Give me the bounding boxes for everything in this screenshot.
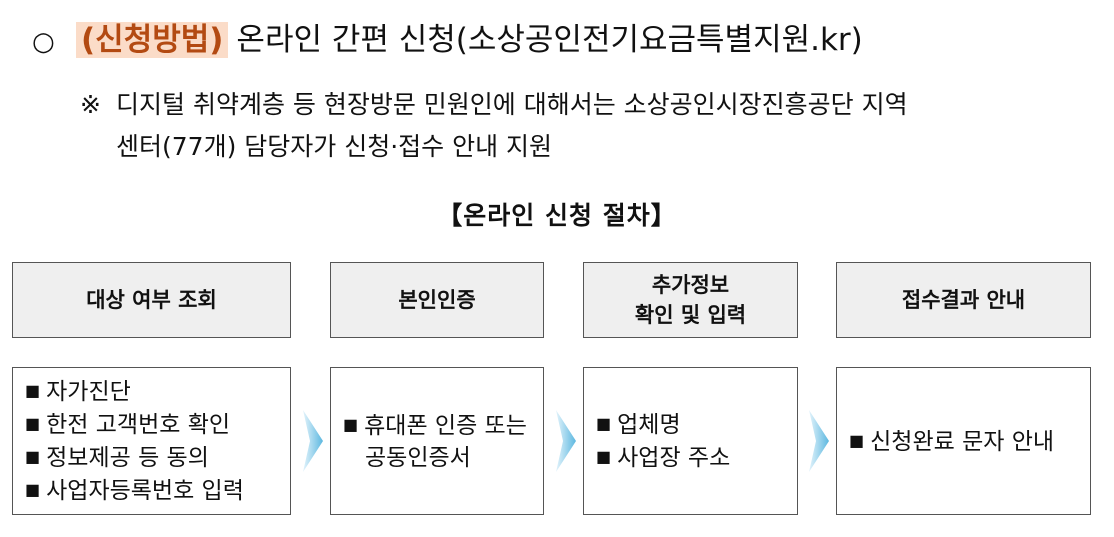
step-detail-3: ■업체명 ■사업장 주소	[583, 367, 798, 515]
list-item: ■한전 고객번호 확인	[25, 412, 231, 438]
list-item: ■사업장 주소	[596, 445, 731, 471]
step-header-2: 본인인증	[330, 262, 544, 338]
list-item: ■신청완료 문자 안내	[849, 428, 1055, 455]
step-detail-2: ■휴대폰 인증 또는 공동인증서	[330, 367, 544, 515]
list-item: ■업체명	[596, 412, 681, 438]
square-bullet-icon: ■	[25, 447, 41, 466]
note-line-2: 센터(77개) 담당자가 신청·접수 안내 지원	[116, 132, 553, 161]
chevron-right-arrow-icon	[303, 410, 323, 472]
square-bullet-icon: ■	[25, 381, 41, 400]
step-header-3: 추가정보 확인 및 입력	[583, 262, 798, 338]
step-header-line: 본인인증	[398, 288, 476, 312]
list-item: ■사업자등록번호 입력	[25, 478, 244, 504]
step-header-1: 대상 여부 조회	[12, 262, 291, 338]
list-item: ■정보제공 등 동의	[25, 445, 209, 471]
note-line-1: 디지털 취약계층 등 현장방문 민원인에 대해서는 소상공인시장진흥공단 지역	[116, 90, 908, 119]
note-paragraph: ※ 디지털 취약계층 등 현장방문 민원인에 대해서는 소상공인시장진흥공단 지역…	[80, 84, 1090, 168]
step-header-line: 추가정보	[651, 273, 730, 297]
square-bullet-icon: ■	[596, 447, 612, 466]
chevron-right-arrow-icon	[556, 410, 576, 472]
method-line: ○ (신청방법)온라인 간편 신청(소상공인전기요금특별지원.kr)	[32, 14, 863, 59]
list-item-continuation: 공동인증서	[365, 444, 471, 471]
method-text: 온라인 간편 신청(소상공인전기요금특별지원.kr)	[236, 22, 863, 58]
step-header-line: 접수결과 안내	[901, 288, 1026, 312]
square-bullet-icon: ■	[596, 414, 612, 433]
step-header-line: 대상 여부 조회	[86, 288, 217, 312]
square-bullet-icon: ■	[849, 430, 865, 450]
step-header-line: 확인 및 입력	[634, 303, 747, 327]
procedure-title: 【온라인 신청 절차】	[437, 201, 677, 230]
step-detail-4: ■신청완료 문자 안내	[836, 367, 1091, 515]
square-bullet-icon: ■	[343, 414, 359, 434]
list-item: ■휴대폰 인증 또는	[343, 412, 527, 439]
step-header-4: 접수결과 안내	[836, 262, 1091, 338]
square-bullet-icon: ■	[25, 480, 41, 499]
reference-mark-icon: ※	[80, 90, 101, 119]
method-label: (신청방법)	[76, 22, 229, 58]
circle-bullet-icon: ○	[32, 27, 55, 57]
list-item: ■자가진단	[25, 379, 131, 405]
chevron-right-arrow-icon	[809, 410, 829, 472]
step-detail-1: ■자가진단 ■한전 고객번호 확인 ■정보제공 등 동의 ■사업자등록번호 입력	[12, 367, 291, 515]
square-bullet-icon: ■	[25, 414, 41, 433]
